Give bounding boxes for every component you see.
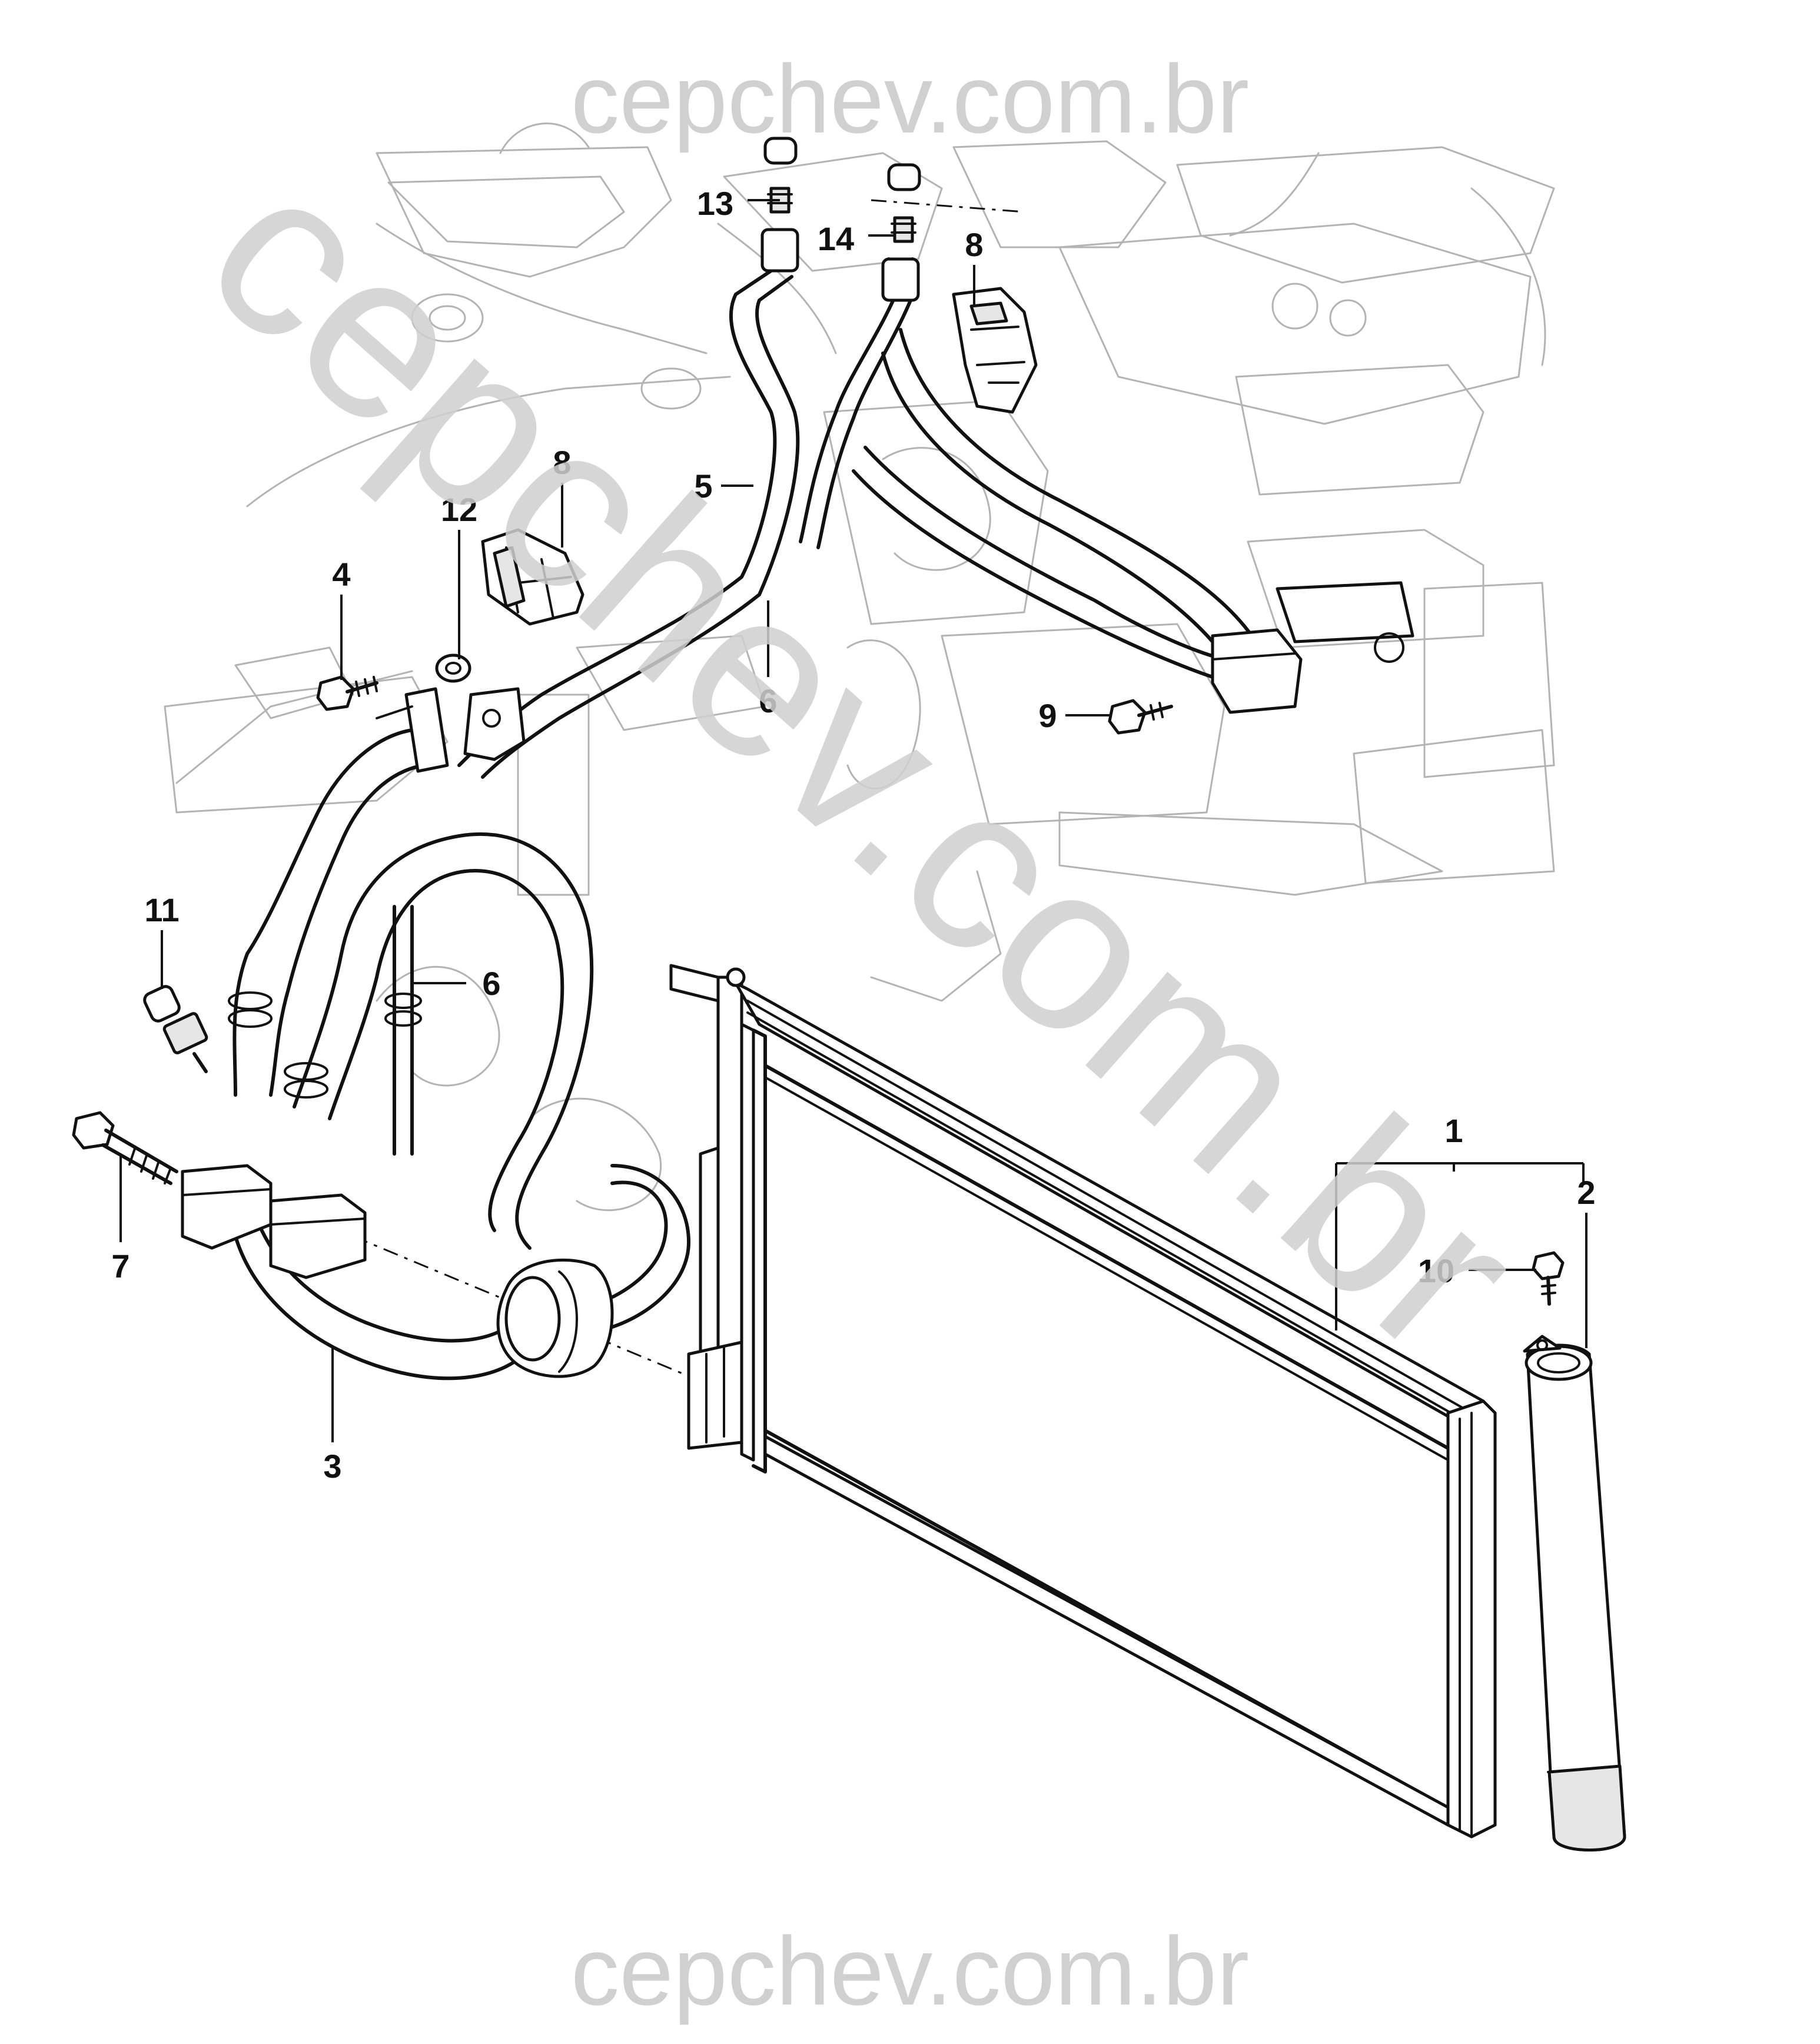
parts [72, 137, 1626, 1851]
bolt-9 [1108, 699, 1173, 735]
pipe-clip-8-right [952, 287, 1038, 414]
callout-2: 2 [1577, 1174, 1595, 1211]
watermark-bottom: cepchev.com.br [571, 1917, 1249, 2025]
callout-13: 13 [697, 185, 733, 222]
hose-muffler-3 [496, 1258, 614, 1378]
watermark-top: cepchev.com.br [571, 45, 1249, 153]
hose-brackets [376, 687, 526, 773]
alignment-lines [353, 199, 1025, 1385]
service-valve-14 [887, 163, 921, 243]
leader-lines [119, 199, 1587, 1442]
callout-6-upper: 6 [759, 682, 777, 719]
washer-12 [435, 653, 471, 683]
pressure-switch-11 [143, 985, 208, 1073]
callout-14: 14 [818, 220, 854, 257]
pipe-clip-8-left [481, 528, 584, 626]
callout-9: 9 [1038, 697, 1057, 734]
watermarks: cepchev.com.br cepchev.com.br cepchev.co… [160, 45, 1567, 2025]
callout-7: 7 [111, 1247, 129, 1285]
callout-8-right: 8 [965, 226, 983, 263]
callout-11: 11 [144, 891, 179, 928]
callout-1: 1 [1444, 1112, 1463, 1149]
callouts: 1 2 3 4 5 6 6 7 8 8 9 10 11 12 13 14 [111, 185, 1595, 1485]
callout-6-lower: 6 [482, 965, 500, 1002]
callout-8-left: 8 [553, 444, 571, 481]
watermark-diagonal: cepchev.com.br [160, 117, 1567, 1405]
ac-pipe-lines [228, 228, 1273, 1381]
pipe-block-right [1211, 581, 1414, 714]
condenser-1 [669, 964, 1497, 1839]
callout-3: 3 [323, 1448, 341, 1485]
callout-5: 5 [694, 467, 712, 505]
compressor-fittings [181, 1164, 367, 1279]
callout-4: 4 [332, 556, 350, 593]
callout-12: 12 [441, 491, 477, 528]
receiver-drier-2 [1523, 1335, 1626, 1851]
bolt-7 [72, 1111, 178, 1185]
callout-10: 10 [1418, 1252, 1454, 1289]
bolt-10 [1532, 1251, 1565, 1306]
